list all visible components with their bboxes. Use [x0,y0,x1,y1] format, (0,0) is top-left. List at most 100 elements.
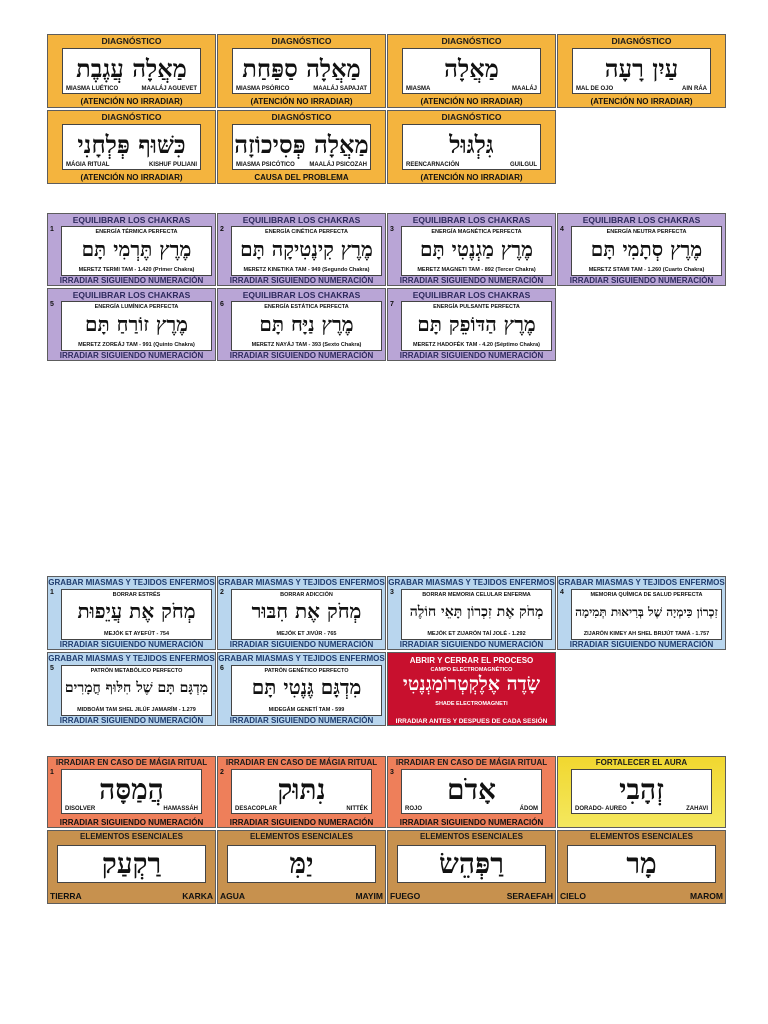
transliteration-label: MERETZ NAYÁJ TAM - 393 (Sexto Chakra) [251,342,362,348]
chakra-card: EQUILIBRAR LOS CHAKRAS 5 ENERGÍA LUMÍNIC… [47,288,216,361]
card-header: EQUILIBRAR LOS CHAKRAS [72,215,191,225]
transliteration-label: MERETZ MAGNETI TAM - 892 (Tercer Chakra) [417,267,536,273]
transliteration-label: ZIJARÓN KIMEY AH SHEL BRIJÚT TAMÁ - 1.75… [583,631,710,637]
card-number: 3 [390,589,394,596]
spanish-label: DISOLVER [65,806,96,812]
transliteration-label: MIDBOÁM TAM SHEL JILÚF JAMARÍM - 1.279 [77,707,196,713]
hebrew-text: מֶרֶץ קִינֶטִיקָה תָּם [240,237,373,261]
hebrew-text: כִּשּׁוּף פְּלְחָנִי [77,130,186,159]
transliteration-label: MERETZ KINETIKA TAM - 949 (Segundo Chakr… [243,267,370,273]
card-subtitle: CAMPO ELECTROMAGNÉTICO [430,667,513,673]
hebrew-text: מֶרֶץ נַיָּח תָּם [259,312,354,336]
card-header: EQUILIBRAR LOS CHAKRAS [412,215,531,225]
card-header: GRABAR MIASMAS Y TEJIDOS ENFERMOS [48,654,215,663]
card-number: 5 [50,665,54,672]
hebrew-box: יַמִּ [227,845,376,883]
hebrew-text: מַאֲלָה עֲגֶבֶת [76,54,187,83]
hebrew-text: נִתּוּק [277,773,326,806]
card-subtitle: BORRAR MEMORIA CELULAR ENFERMA [422,592,531,598]
transliteration-label: KISHUF PULIANI [149,162,197,168]
card-footer: IRRADIAR SIGUIENDO NUMERACIÓN [229,351,374,360]
card-footer: IRRADIAR SIGUIENDO NUMERACIÓN [229,640,374,649]
card-header: ELEMENTOS ESENCIALES [250,832,353,841]
card-header: DIAGNÓSTICO [101,36,162,46]
hebrew-box: BORRAR MEMORIA CELULAR ENFERMA מְחֹק אֶת … [401,589,552,640]
element-card: ELEMENTOS ESENCIALES מָר CIELO MAROM [557,830,726,904]
card-header: EQUILIBRAR LOS CHAKRAS [412,290,531,300]
spanish-label: DORADO- AUREO [575,806,627,812]
ritual-card: IRRADIAR EN CASO DE MÁGIA RITUAL 1 הֲמַס… [47,756,216,828]
card-number: 6 [220,301,224,308]
card-footer: IRRADIAR SIGUIENDO NUMERACIÓN [59,351,204,360]
transliteration-label: MAALÁJ PSICOZAH [309,162,367,168]
card-number: 1 [50,226,54,233]
card-header: IRRADIAR EN CASO DE MÁGIA RITUAL [55,758,208,767]
transliteration-label: MERETZ STAMI TAM - 1.260 (Cuarto Chakra) [588,267,705,273]
card-header: ELEMENTOS ESENCIALES [590,832,693,841]
hebrew-text: מַאֲלָה סַפַּחַת [242,54,361,83]
card-footer: CAUSA DEL PROBLEMA [254,173,349,182]
ritual-card: IRRADIAR EN CASO DE MÁGIA RITUAL 3 אָדֹם… [387,756,556,828]
hebrew-text: הֲמַסָּה [99,773,164,806]
hebrew-box: רַפְּהֵשׂ [397,845,546,883]
card-subtitle: PATRÓN GENÉTICO PERFECTO [264,668,349,674]
spanish-label: FUEGO [390,891,421,901]
hebrew-text: מְחֹק אֶת זִכְרוֹן תָּאֵי חוֹלֶה [409,604,544,620]
transliteration-label: MERETZ TERMI TAM - 1.420 (Primer Chakra) [78,267,195,273]
card-header: IRRADIAR EN CASO DE MÁGIA RITUAL [395,758,548,767]
chakras-section: EQUILIBRAR LOS CHAKRAS 1 ENERGÍA TÉRMICA… [47,213,726,361]
card-header: DIAGNÓSTICO [441,112,502,122]
card-header: FORTALECER EL AURA [595,758,688,767]
spanish-label: CIELO [560,891,586,901]
card-header: DIAGNÓSTICO [611,36,672,46]
card-header: ABRIR Y CERRAR EL PROCESO [409,656,534,665]
hebrew-box: רַקְעַק [57,845,206,883]
transliteration-label: AIN RÁA [682,86,707,92]
card-footer: IRRADIAR SIGUIENDO NUMERACIÓN [399,351,544,360]
miasma-card: GRABAR MIASMAS Y TEJIDOS ENFERMOS 2 BORR… [217,576,386,650]
hebrew-text: אָדֹם [447,773,496,806]
transliteration-label: MERETZ HADOFÉK TAM - 4.20 (Séptimo Chakr… [412,342,541,348]
hebrew-text: מְחֹק אֶת עֲיֵפוּת [77,599,196,623]
hebrew-text: גִּלְגּוּל [449,130,494,159]
card-footer: (ATENCIÓN NO IRRADIAR) [80,173,183,182]
diagnostico-card: DIAGNÓSTICO מַאֲלָה עֲגֶבֶת MIASMA LUÉTIC… [47,34,216,108]
transliteration-label: MAROM [689,891,723,901]
spanish-label: MÁGIA RITUAL [66,162,110,168]
chakra-card: EQUILIBRAR LOS CHAKRAS 6 ENERGÍA ESTÁTIC… [217,288,386,361]
hebrew-text: מִדְגָּם גֶּנֶטִי תָּם [251,675,362,699]
chakra-card: EQUILIBRAR LOS CHAKRAS 3 ENERGÍA MAGNÉTI… [387,213,556,286]
transliteration-label: KARKA [182,891,213,901]
spanish-label: ROJO [405,806,423,812]
miasma-card: GRABAR MIASMAS Y TEJIDOS ENFERMOS 4 MEMO… [557,576,726,650]
spanish-label: AGUA [220,891,246,901]
card-header: EQUILIBRAR LOS CHAKRAS [72,290,191,300]
card-footer: (ATENCIÓN NO IRRADIAR) [590,97,693,106]
card-header: GRABAR MIASMAS Y TEJIDOS ENFERMOS [48,578,215,587]
miasma-card: GRABAR MIASMAS Y TEJIDOS ENFERMOS 6 PATR… [217,652,386,726]
transliteration-label: MIDEGÁM GENETÍ TAM - 599 [268,707,345,713]
hebrew-text: מֶרֶץ זוֹרַחַ תָּם [84,312,189,336]
transliteration-label: MAALÁJ [512,86,537,92]
spanish-label: TIERRA [50,891,82,901]
spanish-label: MIASMA LUÉTICO [66,86,119,92]
transliteration-label: SERAEFAH [506,891,553,901]
hebrew-text: מֶרֶץ תֶּרְמִי תָּם [81,237,192,261]
spanish-label: MAL DE OJO [576,86,614,92]
card-header: GRABAR MIASMAS Y TEJIDOS ENFERMOS [218,578,385,587]
card-footer: IRRADIAR SIGUIENDO NUMERACIÓN [229,716,374,725]
hebrew-text: שָׂדֶה אֶלֶקְטְרוֹמַגְנֶטִי [402,673,541,695]
hebrew-text: מִדְגָּם תָּם שֶׁל חִלּוּף חֳמָרִים [64,680,209,696]
spanish-label: DESACOPLAR [235,806,278,812]
